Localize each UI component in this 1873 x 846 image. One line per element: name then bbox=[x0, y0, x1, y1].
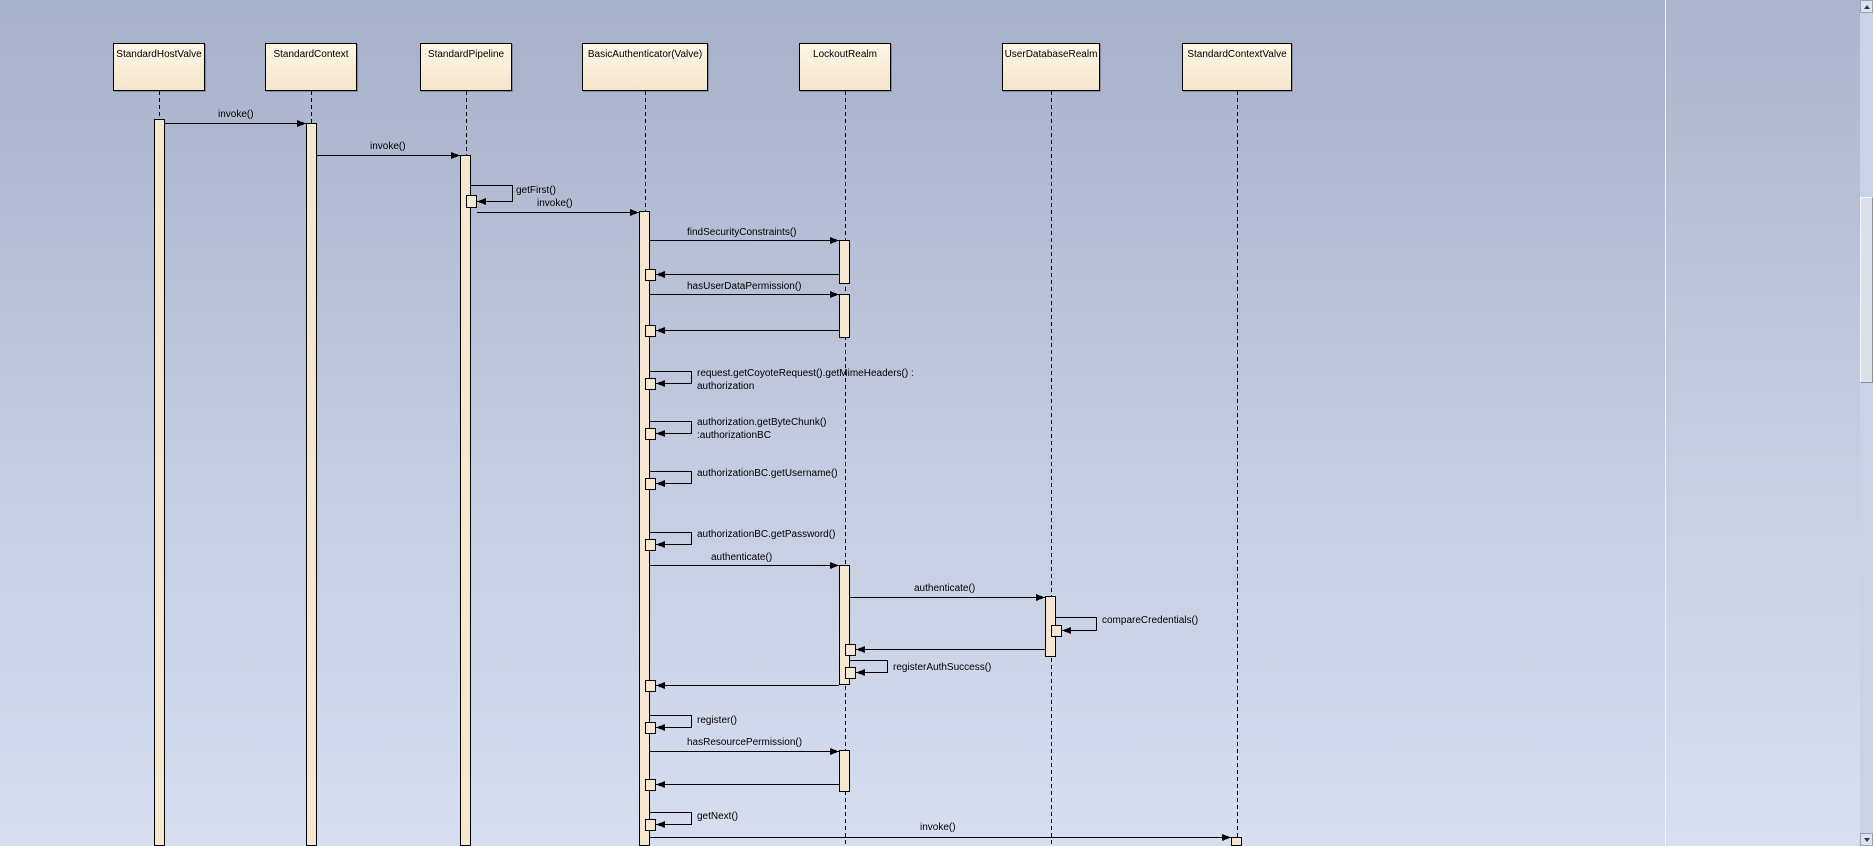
self-message-line bbox=[650, 715, 692, 728]
message-label: request.getCoyoteRequest().getMimeHeader… bbox=[697, 368, 914, 392]
activation-bar bbox=[645, 680, 656, 692]
arrowhead-icon bbox=[656, 541, 665, 548]
actor-basicauthenticator-valve: BasicAuthenticator(Valve) bbox=[582, 43, 708, 91]
message-label: getNext() bbox=[697, 811, 739, 822]
arrowhead-icon bbox=[830, 562, 839, 569]
message-label: findSecurityConstraints() bbox=[687, 227, 797, 238]
activation-bar bbox=[645, 779, 656, 791]
message-label: invoke() bbox=[920, 822, 956, 833]
arrowhead-icon bbox=[451, 152, 460, 159]
message-label: invoke() bbox=[218, 109, 254, 120]
arrowhead-icon bbox=[656, 821, 665, 828]
self-message-line bbox=[471, 185, 513, 202]
self-message-line bbox=[650, 371, 692, 384]
arrowhead-icon bbox=[1222, 834, 1231, 841]
canvas-right-region bbox=[1666, 0, 1860, 846]
activation-bar bbox=[460, 155, 471, 846]
self-message-line bbox=[650, 421, 692, 434]
activation-bar bbox=[306, 123, 317, 846]
scroll-down-icon bbox=[1863, 837, 1870, 842]
message-label: invoke() bbox=[537, 198, 573, 209]
scroll-down-button[interactable] bbox=[1860, 833, 1873, 846]
arrowhead-icon bbox=[830, 237, 839, 244]
message-label: hasUserDataPermission() bbox=[687, 281, 802, 292]
message-label: hasResourcePermission() bbox=[687, 737, 803, 748]
self-message-line bbox=[650, 532, 692, 545]
arrowhead-icon bbox=[830, 748, 839, 755]
activation-bar bbox=[839, 750, 850, 792]
activation-bar bbox=[645, 269, 656, 281]
activation-bar bbox=[645, 378, 656, 390]
self-message-line bbox=[1056, 617, 1097, 631]
arrowhead-icon bbox=[656, 682, 665, 689]
message-label: invoke() bbox=[370, 141, 406, 152]
arrowhead-icon bbox=[656, 430, 665, 437]
scroll-up-button[interactable] bbox=[1860, 0, 1873, 13]
message-label: authorization.getByteChunk() :authorizat… bbox=[697, 417, 827, 441]
activation-bar bbox=[645, 722, 656, 734]
actor-standardcontext: StandardContext bbox=[265, 43, 357, 91]
arrowhead-icon bbox=[856, 669, 865, 676]
activation-bar bbox=[839, 565, 850, 685]
message-label: authenticate() bbox=[914, 583, 976, 594]
scroll-up-icon bbox=[1863, 4, 1870, 9]
actor-lockoutrealm: LockoutRealm bbox=[799, 43, 891, 91]
activation-bar bbox=[1051, 625, 1062, 637]
arrowhead-icon bbox=[656, 327, 665, 334]
arrowhead-icon bbox=[656, 724, 665, 731]
scrollbar-thumb[interactable] bbox=[1860, 197, 1873, 383]
vertical-scrollbar[interactable] bbox=[1860, 0, 1873, 846]
message-label: authorizationBC.getUsername() bbox=[697, 468, 838, 479]
canvas-edge-line bbox=[1665, 0, 1666, 846]
actor-userdatabaserealm: UserDatabaseRealm bbox=[1002, 43, 1100, 91]
activation-bar bbox=[154, 119, 165, 846]
self-message-line bbox=[650, 471, 692, 484]
arrowhead-icon bbox=[477, 198, 486, 205]
message-label: getFirst() bbox=[516, 185, 556, 196]
arrowhead-icon bbox=[656, 380, 665, 387]
activation-bar bbox=[645, 539, 656, 551]
activation-bar bbox=[645, 428, 656, 440]
arrowhead-icon bbox=[656, 781, 665, 788]
arrowhead-icon bbox=[656, 271, 665, 278]
activation-bar bbox=[645, 325, 656, 337]
arrowhead-icon bbox=[297, 120, 306, 127]
self-message-line bbox=[850, 660, 888, 673]
message-label: registerAuthSuccess() bbox=[893, 662, 992, 673]
activation-bar bbox=[845, 644, 856, 656]
message-label: authorizationBC.getPassword() bbox=[697, 529, 836, 540]
activation-bar bbox=[639, 211, 650, 846]
activation-bar bbox=[645, 478, 656, 490]
activation-bar bbox=[1231, 837, 1242, 846]
activation-bar bbox=[645, 819, 656, 831]
actor-standardhostvalve: StandardHostValve bbox=[113, 43, 205, 91]
arrowhead-icon bbox=[856, 646, 865, 653]
actor-standardpipeline: StandardPipeline bbox=[420, 43, 512, 91]
activation-bar bbox=[845, 667, 856, 679]
message-label: compareCredentials() bbox=[1102, 615, 1199, 626]
activation-bar bbox=[839, 240, 850, 284]
arrowhead-icon bbox=[630, 209, 639, 216]
arrowhead-icon bbox=[1062, 627, 1071, 634]
arrowhead-icon bbox=[656, 480, 665, 487]
self-message-line bbox=[650, 812, 692, 825]
arrowhead-icon bbox=[830, 291, 839, 298]
message-label: authenticate() bbox=[711, 552, 773, 563]
activation-bar bbox=[466, 195, 477, 208]
arrowhead-icon bbox=[1036, 594, 1045, 601]
message-label: register() bbox=[697, 715, 738, 726]
activation-bar bbox=[839, 294, 850, 338]
actor-standardcontextvalve: StandardContextValve bbox=[1182, 43, 1292, 91]
